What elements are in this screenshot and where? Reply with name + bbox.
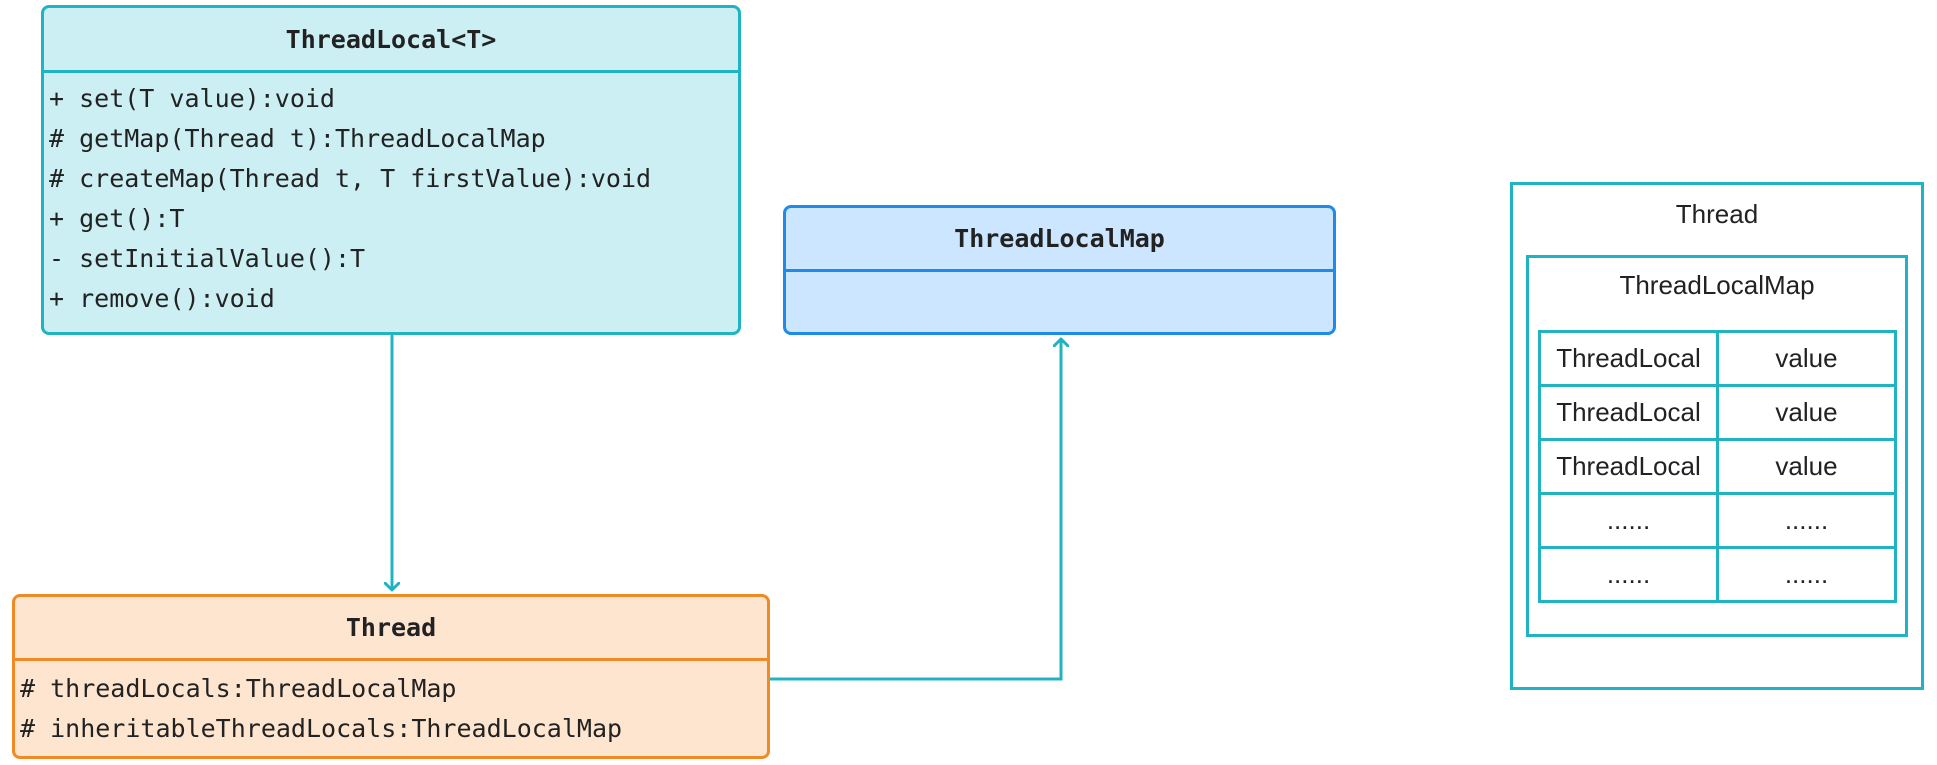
arrow-thread-to-threadlocalmap bbox=[770, 339, 1061, 681]
threadlocalmap-class-name: ThreadLocalMap bbox=[786, 208, 1333, 272]
threadlocal-class-name: ThreadLocal<T> bbox=[44, 8, 738, 73]
member-row: + remove():void bbox=[49, 284, 275, 313]
threadlocalmap-structure-box: ThreadLocalMap ThreadLocal value ThreadL… bbox=[1526, 255, 1908, 637]
member-row: + get():T bbox=[49, 204, 185, 233]
entry-key-cell: ThreadLocal bbox=[1538, 438, 1719, 495]
thread-structure-title: Thread bbox=[1675, 199, 1759, 229]
thread-class-name: Thread bbox=[15, 597, 767, 661]
entry-key-cell: ThreadLocal bbox=[1538, 330, 1719, 387]
table-row: ThreadLocal value bbox=[1538, 330, 1897, 387]
member-row: - setInitialValue():T bbox=[49, 244, 366, 273]
entry-value-cell: value bbox=[1716, 330, 1897, 387]
thread-structure-box: Thread ThreadLocalMap ThreadLocal value … bbox=[1510, 182, 1924, 690]
entry-value-cell: value bbox=[1716, 438, 1897, 495]
member-row: # getMap(Thread t):ThreadLocalMap bbox=[49, 124, 546, 153]
table-row: ThreadLocal value bbox=[1538, 384, 1897, 441]
entry-key-cell: ...... bbox=[1538, 492, 1719, 549]
threadlocalmap-class-box: ThreadLocalMap bbox=[783, 205, 1336, 335]
thread-class-box: Thread # threadLocals:ThreadLocalMap # i… bbox=[12, 594, 770, 759]
threadlocal-class-box: ThreadLocal<T> + set(T value):void # get… bbox=[41, 5, 741, 335]
threadlocal-class-members: + set(T value):void # getMap(Thread t):T… bbox=[44, 73, 738, 319]
entry-key-cell: ...... bbox=[1538, 546, 1719, 603]
threadlocalmap-class-members bbox=[786, 272, 1333, 278]
table-row: ...... ...... bbox=[1538, 492, 1897, 549]
table-row: ThreadLocal value bbox=[1538, 438, 1897, 495]
member-row: + set(T value):void bbox=[49, 84, 335, 113]
thread-class-members: # threadLocals:ThreadLocalMap # inherita… bbox=[15, 661, 767, 749]
entry-value-cell: ...... bbox=[1716, 546, 1897, 603]
threadlocalmap-structure-title: ThreadLocalMap bbox=[1619, 270, 1815, 300]
entry-key-cell: ThreadLocal bbox=[1538, 384, 1719, 441]
member-row: # createMap(Thread t, T firstValue):void bbox=[49, 164, 652, 193]
member-row: # inheritableThreadLocals:ThreadLocalMap bbox=[20, 714, 623, 743]
table-row: ...... ...... bbox=[1538, 546, 1897, 603]
member-row: # threadLocals:ThreadLocalMap bbox=[20, 674, 457, 703]
entry-value-cell: value bbox=[1716, 384, 1897, 441]
entry-table: ThreadLocal value ThreadLocal value Thre… bbox=[1538, 330, 1897, 603]
entry-value-cell: ...... bbox=[1716, 492, 1897, 549]
